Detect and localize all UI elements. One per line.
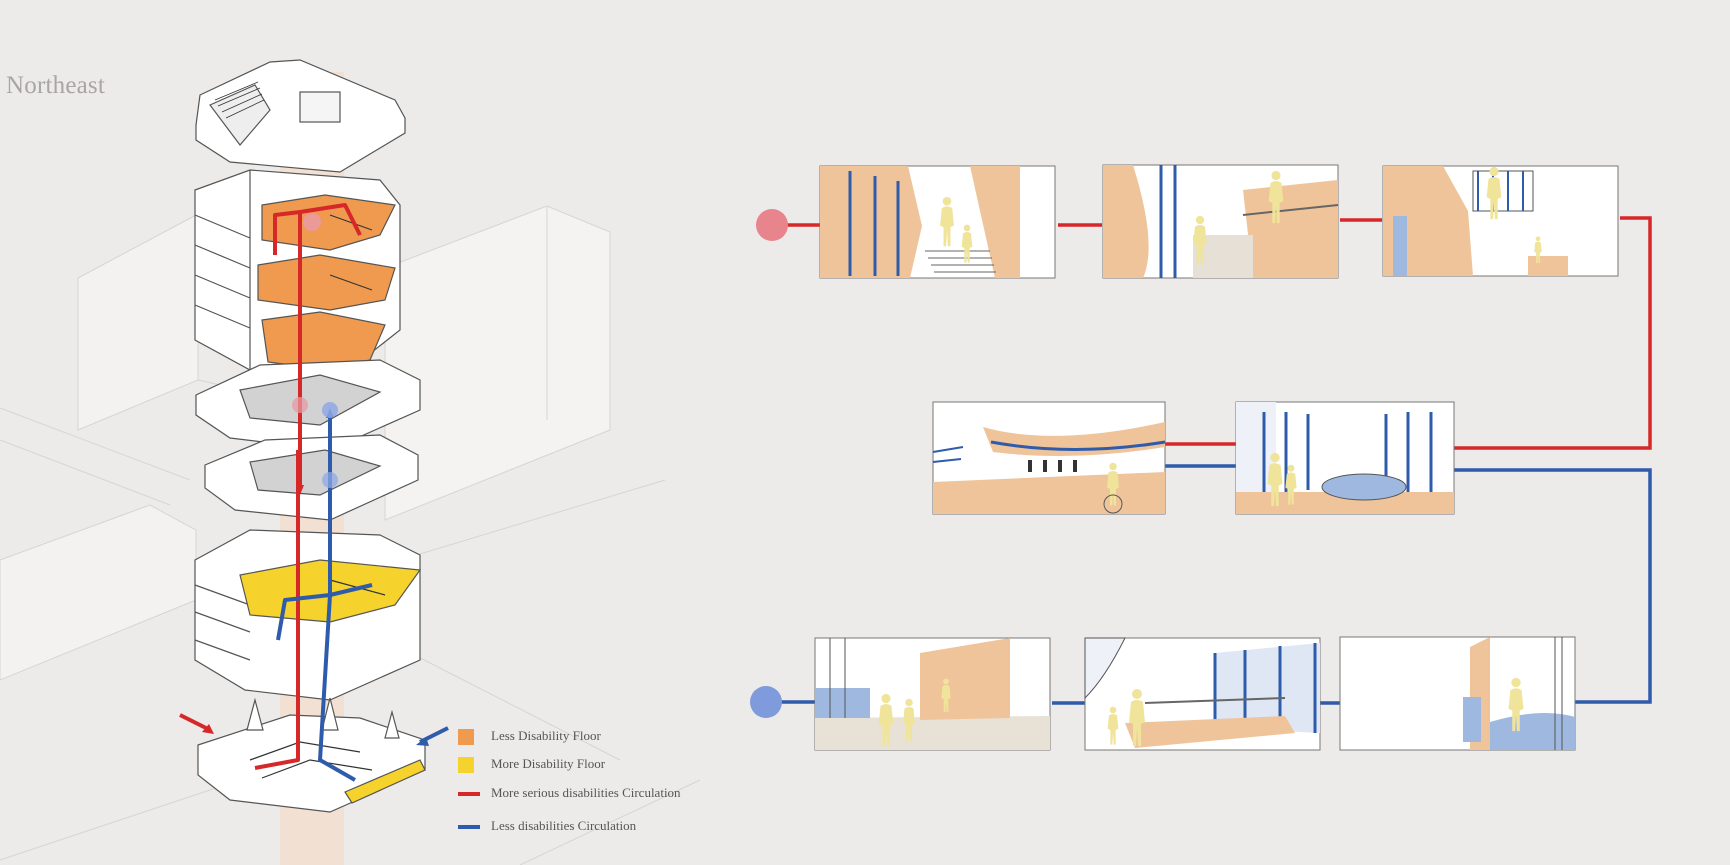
- start-node-blue: [750, 686, 782, 718]
- roof-floor: [196, 60, 405, 172]
- red-node-top: [303, 213, 321, 231]
- legend-item-less-circulation: Less disabilities Circulation: [458, 816, 718, 840]
- legend-item-more-disability-floor: More Disability Floor: [458, 754, 718, 778]
- scene-8: [1340, 637, 1575, 750]
- scene-1: [820, 166, 1055, 278]
- scene-6: [815, 638, 1050, 750]
- start-node-red: [756, 209, 788, 241]
- legend-item-serious-circulation: More serious disabilities Circulation: [458, 783, 718, 807]
- legend-swatch-orange: [458, 729, 474, 745]
- isometric-building: [180, 60, 448, 865]
- diagram-title: Northeast: [6, 72, 105, 100]
- red-node-mid: [292, 397, 308, 413]
- blue-node-mid: [322, 402, 338, 418]
- legend-label: Less Disability Floor: [491, 728, 601, 744]
- legend-line-red: [458, 792, 480, 796]
- scene-5: [1236, 402, 1454, 514]
- legend-line-blue: [458, 825, 480, 829]
- legend-label: More serious disabilities Circulation: [491, 785, 681, 801]
- legend-item-less-disability-floor: Less Disability Floor: [458, 726, 718, 750]
- legend-label: More Disability Floor: [491, 756, 605, 772]
- blue-node-low: [322, 472, 338, 488]
- scene-3: [1383, 166, 1618, 276]
- upper-floors: [195, 170, 400, 385]
- scene-4: [933, 402, 1165, 514]
- legend-swatch-yellow: [458, 757, 474, 773]
- legend-label: Less disabilities Circulation: [491, 818, 636, 834]
- scene-2: [1103, 165, 1338, 278]
- lower-floors: [195, 530, 420, 700]
- scene-7: [1085, 638, 1320, 750]
